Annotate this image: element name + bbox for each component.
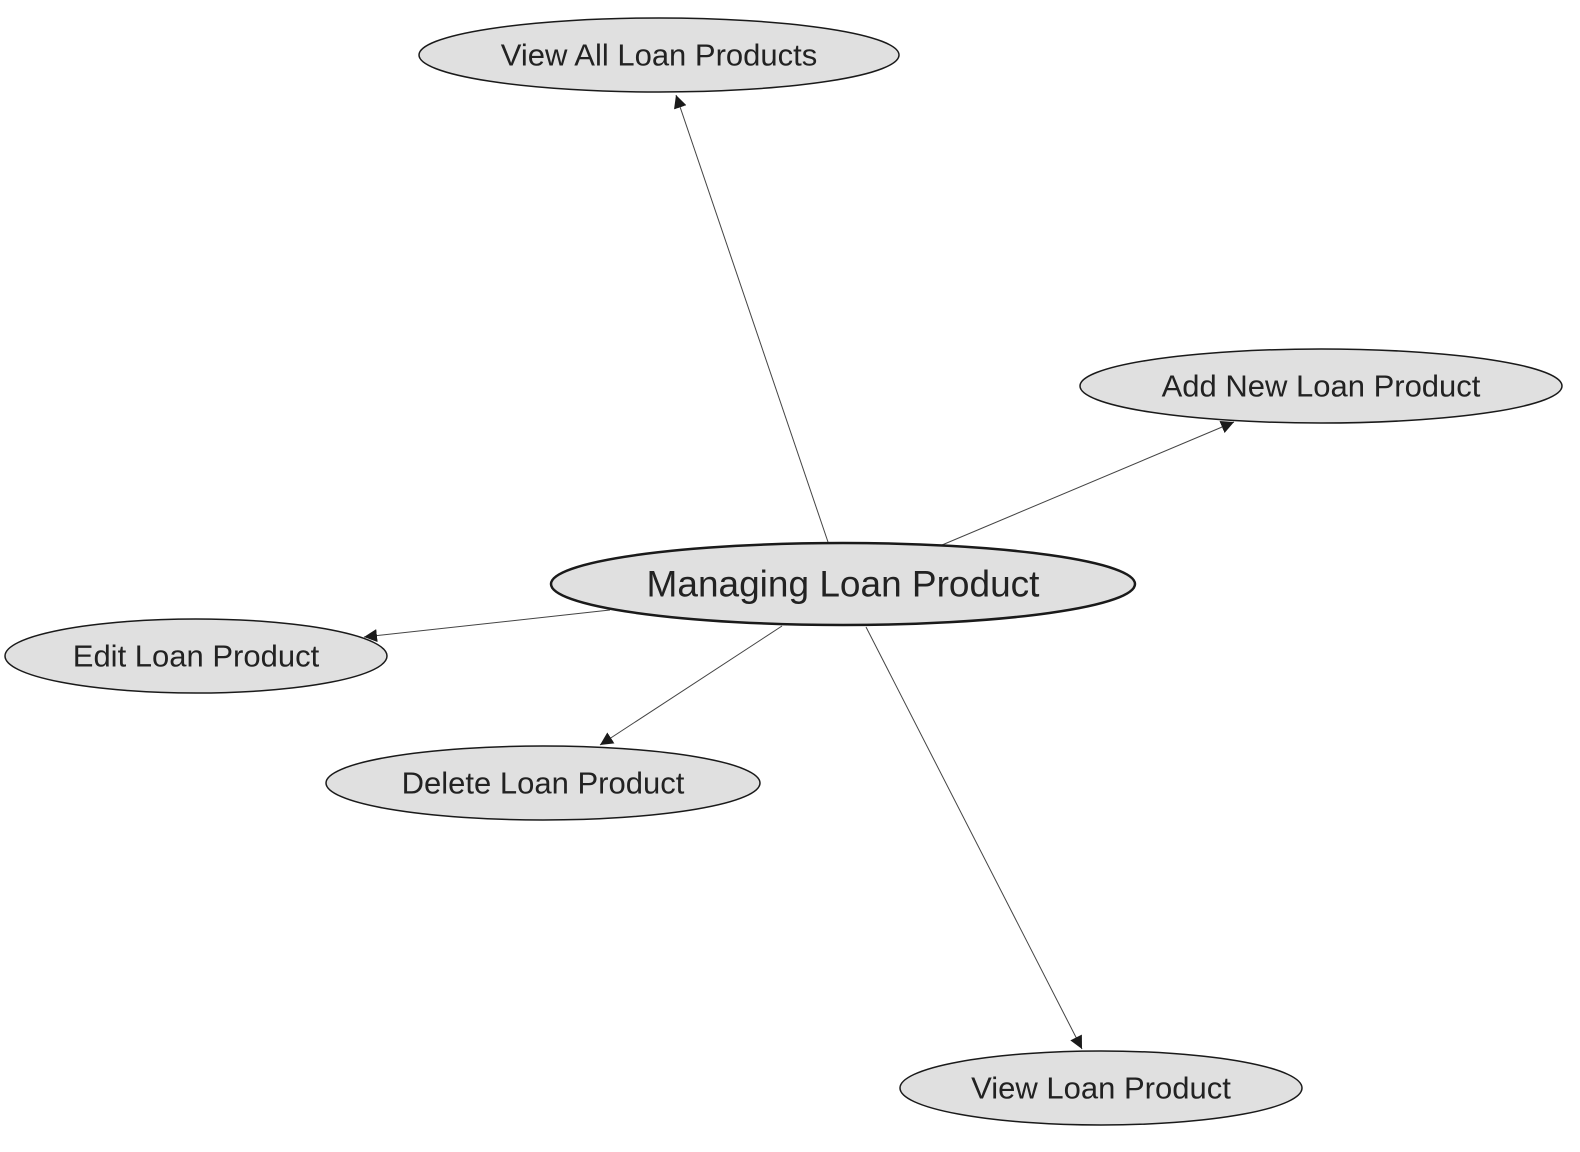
- use-case-label: Managing Loan Product: [647, 564, 1041, 605]
- use-case-ellipse: [4, 618, 388, 694]
- use-case-view-all-loan-products[interactable]: View All Loan Products: [418, 17, 900, 93]
- use-case-label: Edit Loan Product: [73, 639, 320, 674]
- use-case-ellipse: [1079, 348, 1563, 424]
- use-case-label: View Loan Product: [971, 1071, 1231, 1106]
- use-case-add-new-loan-product[interactable]: Add New Loan Product: [1079, 348, 1563, 424]
- use-case-ellipse: [899, 1050, 1303, 1126]
- use-case-managing-loan-product[interactable]: Managing Loan Product: [549, 541, 1137, 627]
- edge-to-delete-loan-product: [599, 625, 783, 746]
- use-case-delete-loan-product[interactable]: Delete Loan Product: [325, 745, 761, 821]
- edges: [363, 94, 1235, 1050]
- use-case-label: Delete Loan Product: [402, 766, 685, 801]
- use-case-ellipse: [325, 745, 761, 821]
- use-case-view-loan-product[interactable]: View Loan Product: [899, 1050, 1303, 1126]
- edge-to-view-all-loan-products: [674, 94, 829, 543]
- use-case-ellipse: [549, 541, 1137, 627]
- use-case-edit-loan-product[interactable]: Edit Loan Product: [4, 618, 388, 694]
- use-case-label: Add New Loan Product: [1162, 369, 1481, 404]
- edge-to-edit-loan-product: [363, 609, 611, 643]
- use-case-label: View All Loan Products: [501, 38, 818, 73]
- use-case-ellipse: [418, 17, 900, 93]
- edge-to-add-new-loan-product: [941, 421, 1235, 546]
- edge-to-view-loan-product: [865, 626, 1083, 1050]
